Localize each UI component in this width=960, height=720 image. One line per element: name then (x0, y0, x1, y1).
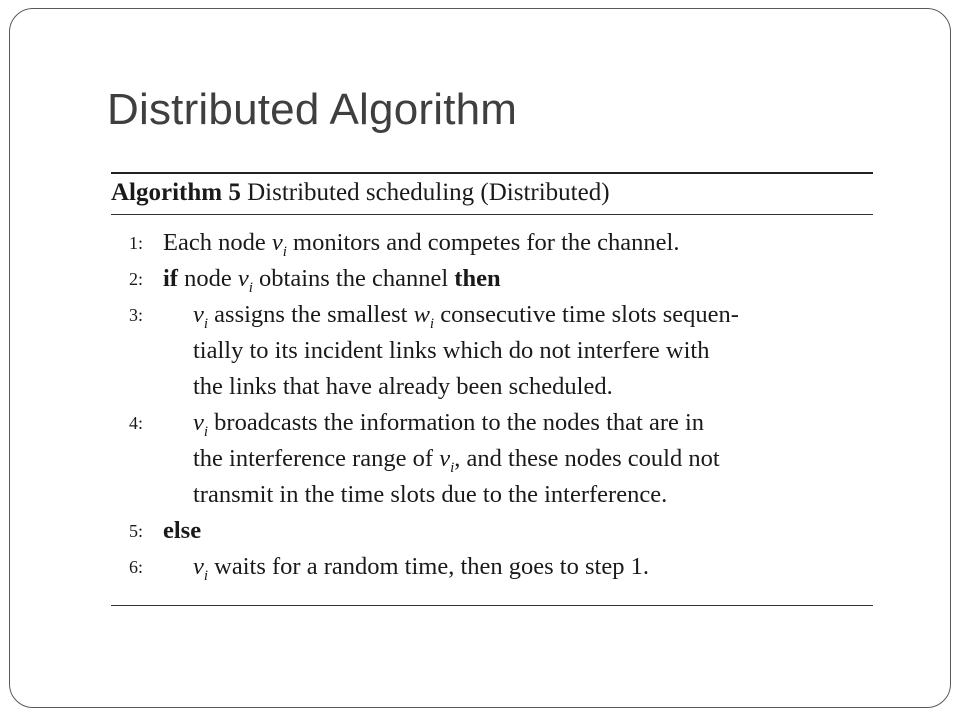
line-text-row: vi broadcasts the information to the nod… (193, 405, 873, 441)
algorithm-box: Algorithm 5 Distributed scheduling (Dist… (111, 172, 873, 606)
line-text-row: the links that have already been schedul… (193, 373, 613, 400)
line-text-row: vi assigns the smallest wi consecutive t… (193, 297, 873, 333)
slide-frame (9, 8, 951, 708)
line-number: 4: (129, 413, 144, 433)
algorithm-line-4: 4: vi broadcasts the information to the … (111, 405, 873, 513)
keyword-if: if (163, 265, 178, 292)
algorithm-label: Algorithm 5 (111, 179, 241, 206)
algorithm-line-1: 1: Each node vi monitors and competes fo… (111, 225, 873, 261)
line-number: 5: (129, 521, 144, 541)
line-text: waits for a random time, then goes to st… (214, 553, 649, 580)
line-number: 3: (129, 305, 144, 325)
line-text: , and these nodes could not (454, 445, 720, 472)
math-var: vi (193, 553, 209, 584)
algorithm-line-6: 6: vi waits for a random time, then goes… (111, 549, 873, 585)
math-var: vi (193, 301, 209, 332)
line-text-row: tially to its incident links which do no… (193, 337, 710, 364)
line-number: 2: (129, 269, 144, 289)
line-text: Each node (163, 229, 266, 256)
line-text: broadcasts the information to the nodes … (214, 409, 705, 436)
math-var: vi (439, 445, 455, 476)
line-text-row: transmit in the time slots due to the in… (193, 481, 668, 508)
keyword-else: else (163, 517, 202, 544)
line-text: consecutive time slots sequen- (440, 301, 739, 328)
math-var: wi (413, 301, 435, 332)
keyword-then: then (454, 265, 501, 292)
line-number: 6: (129, 557, 144, 577)
header-rule (111, 214, 873, 215)
algorithm-body: 1: Each node vi monitors and competes fo… (111, 225, 873, 585)
math-var: vi (271, 229, 287, 260)
line-text: assigns the smallest (214, 301, 408, 328)
algorithm-line-3: 3: vi assigns the smallest wi consecutiv… (111, 297, 873, 405)
algorithm-line-2: 2: if node vi obtains the channel then (111, 261, 873, 297)
top-rule (111, 172, 873, 174)
bottom-rule (111, 605, 873, 606)
line-text-row: the interference range of vi, and these … (193, 441, 873, 477)
line-number: 1: (129, 233, 144, 253)
line-text: obtains the channel (259, 265, 449, 292)
algorithm-line-5: 5: else (111, 513, 873, 549)
algorithm-caption: Distributed scheduling (Distributed) (247, 179, 610, 206)
line-text: node (184, 265, 232, 292)
line-text: monitors and competes for the channel. (293, 229, 680, 256)
math-var: vi (193, 409, 209, 440)
algorithm-header: Algorithm 5 Distributed scheduling (Dist… (111, 174, 873, 212)
math-var: vi (237, 265, 253, 296)
slide-title: Distributed Algorithm (107, 85, 518, 134)
line-text: the interference range of (193, 445, 434, 472)
